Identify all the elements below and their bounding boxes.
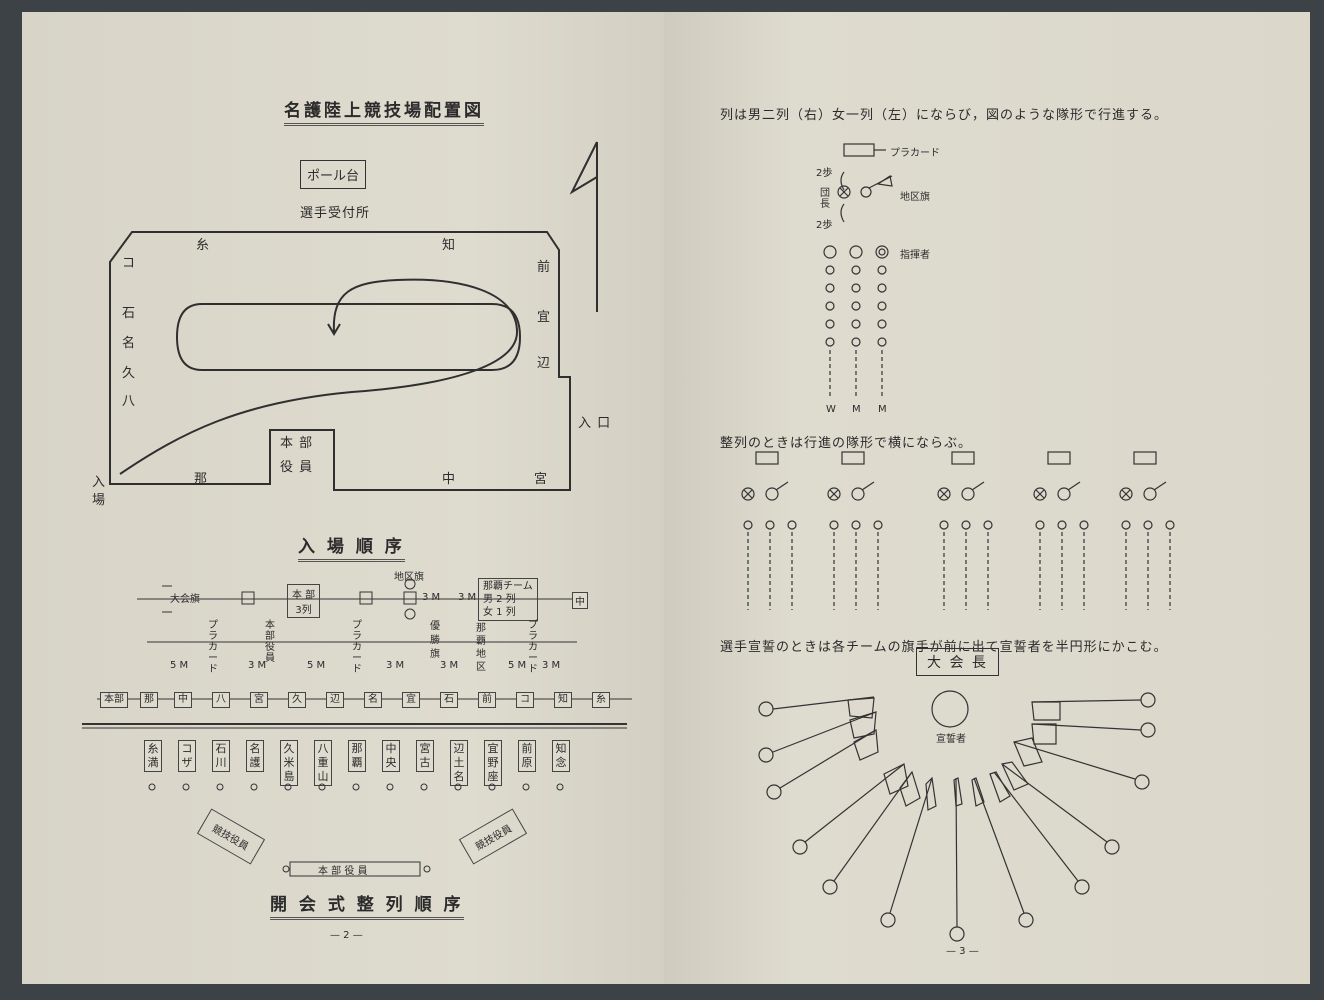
entrance-right-label: 入 口: [578, 416, 612, 431]
spacing-row-2: プラカード: [208, 620, 218, 675]
team-box: 糸満: [144, 740, 162, 772]
lineup-diagram: [741, 451, 1175, 610]
ceremony-title: 開 会 式 整 列 順 序: [270, 890, 464, 920]
track-label-yae: 八: [122, 394, 137, 409]
pole-stand-box: ポール台: [300, 160, 367, 189]
chiku-flag-label: 地区旗: [394, 572, 424, 583]
naha-team-box: 那覇チーム 男 2 列 女 1 列: [478, 578, 538, 621]
seq-item: 辺: [326, 692, 344, 708]
oath-text: 選手宣誓のときは各チームの旗手が前に出て宣誓者を半円形にかこむ。: [720, 640, 1168, 655]
district-flag-label: 地区旗: [900, 192, 930, 203]
leader-label: 団長: [820, 188, 830, 210]
conductor-label: 指揮者: [900, 250, 930, 261]
march-formation-diagram: [823, 143, 893, 397]
spacing-row-9: 3 M: [440, 660, 459, 671]
team-box: 宜野座: [484, 740, 502, 786]
spacing-3m-a: 3 M: [422, 592, 441, 603]
right-page-number: — 3 —: [946, 946, 979, 957]
track-label-naha: 那: [194, 472, 209, 487]
seq-item: 久: [288, 692, 306, 708]
taikai-flag-label: 大会旗: [170, 594, 200, 605]
spacing-row-7: 3 M: [386, 660, 405, 671]
column-m1: M: [852, 404, 861, 415]
seq-item: コ: [516, 692, 534, 708]
team-box: 宮古: [416, 740, 434, 772]
track-label-nago: 名: [122, 336, 137, 351]
team-box: 久米島: [280, 740, 298, 786]
track-label-naka: 中: [442, 472, 457, 487]
track-label-koza: コ: [122, 256, 137, 271]
spacing-row-13: 3 M: [542, 660, 561, 671]
naha-team-men: 男 2 列: [483, 594, 516, 605]
spacing-row-3: 3 M: [248, 660, 267, 671]
column-m2: M: [878, 404, 887, 415]
seq-item: 知: [554, 692, 572, 708]
team-box: 石川: [212, 740, 230, 772]
team-markers: [148, 783, 564, 877]
seq-item: 名: [364, 692, 382, 708]
reception-label: 選手受付所: [300, 206, 371, 221]
oath-taker-label: 宣誓者: [936, 734, 966, 745]
seq-item: 宜: [402, 692, 420, 708]
left-page: 名護陸上競技場配置図 ポール台 選手受付所 糸 知 コ 石 名 久 八 前 宜 …: [22, 12, 664, 984]
track-label-chinen: 知: [442, 238, 457, 253]
seq-item: 中: [174, 692, 192, 708]
naha-team-women: 女 1 列: [483, 607, 516, 618]
spacing-row-11: 5 M: [508, 660, 527, 671]
right-page: 列は男二列（右）女一列（左）にならび，図のような隊形で行進する。 プラカード 2…: [664, 12, 1310, 984]
track-label-ishikawa: 石: [122, 306, 137, 321]
lineup-text: 整列のときは行進の隊形で横にならぶ。: [720, 436, 973, 451]
track-label-miya: 宮: [534, 472, 549, 487]
team-box: 知念: [552, 740, 570, 772]
hq-group-rows: 3列: [295, 605, 312, 616]
column-w: W: [826, 404, 836, 415]
team-box: コザ: [178, 740, 196, 772]
track-label-hen: 辺: [537, 356, 552, 371]
track-label-mae: 前: [537, 260, 552, 275]
placard-label: プラカード: [890, 148, 940, 159]
spacing-row-12: プラカード: [528, 620, 538, 675]
layout-title: 名護陸上競技場配置図: [284, 96, 484, 126]
team-box: 辺土名: [450, 740, 468, 786]
team-box: 名護: [246, 740, 264, 772]
march-intro-text: 列は男二列（右）女一列（左）にならび，図のような隊形で行進する。: [720, 108, 1169, 123]
seq-item: 石: [440, 692, 458, 708]
two-steps-bottom: 2歩: [816, 220, 833, 231]
spacing-row-4: 本部役員: [265, 620, 275, 664]
oath-semicircle-diagram: [758, 690, 1156, 942]
spacing-row-1: 5 M: [170, 660, 189, 671]
team-box: 八重山: [314, 740, 332, 786]
left-page-number: — 2 —: [330, 930, 363, 941]
hq-group-label: 本 部: [292, 590, 316, 601]
spacing-row-10: 那覇地区: [476, 623, 486, 673]
track-label-kume: 久: [122, 366, 137, 381]
seq-item: 那: [140, 692, 158, 708]
stadium-diagram: [109, 141, 598, 491]
hq-label-1: 本 部: [280, 436, 314, 451]
entry-order-title: 入 場 順 序: [298, 532, 405, 562]
order-end-box: 中: [572, 592, 588, 609]
seq-item: 糸: [592, 692, 610, 708]
team-box: 中央: [382, 740, 400, 772]
spacing-3m-b: 3 M: [458, 592, 477, 603]
team-box: 前原: [518, 740, 536, 772]
seq-item: 八: [212, 692, 230, 708]
seq-item: 本部: [100, 692, 128, 708]
two-steps-top: 2歩: [816, 168, 833, 179]
president-box: 大 会 長: [916, 648, 999, 676]
spacing-row-5: 5 M: [307, 660, 326, 671]
hq-group-box: 本 部 3列: [287, 584, 321, 618]
hq-officials-label: 本 部 役 員: [318, 866, 368, 877]
spacing-row-6: プラカード: [352, 620, 362, 675]
seq-item: 前: [478, 692, 496, 708]
entrance-left-label: 入場: [92, 475, 107, 508]
spacing-row-8: 優勝旗: [430, 621, 440, 660]
track-label-gino: 宜: [537, 310, 552, 325]
hq-label-2: 役 員: [280, 460, 314, 475]
track-label-ito: 糸: [196, 238, 211, 253]
seq-item: 宮: [250, 692, 268, 708]
team-box: 那覇: [348, 740, 366, 772]
naha-team-label: 那覇チーム: [483, 581, 533, 592]
